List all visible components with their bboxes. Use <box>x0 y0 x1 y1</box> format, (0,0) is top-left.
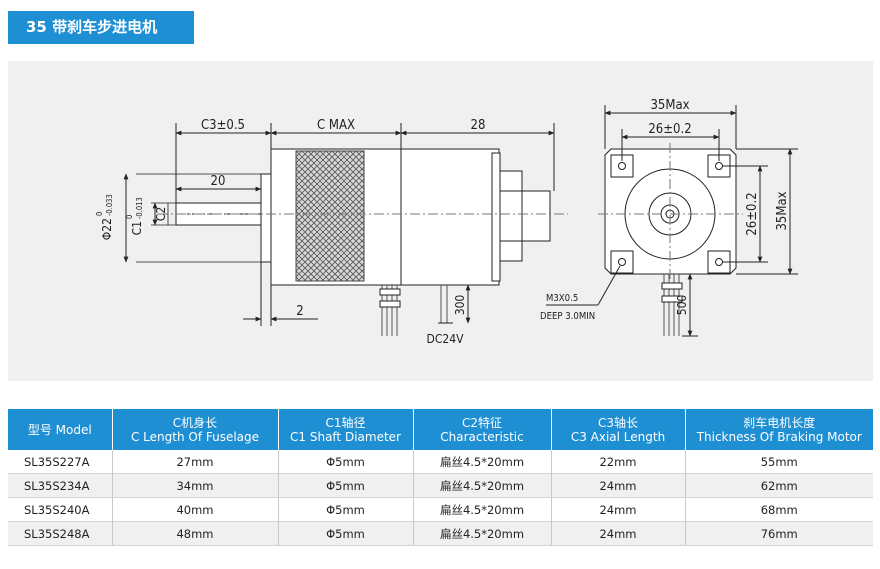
dim-35max-side: 35Max <box>775 191 790 230</box>
side-view <box>123 123 568 336</box>
cell-model: SL35S234A <box>8 473 113 498</box>
cell-characteristic: 扁丝4.5*20mm <box>413 497 552 522</box>
cell-characteristic: 扁丝4.5*20mm <box>413 450 552 474</box>
cell-length: 40mm <box>112 497 279 522</box>
cell-brake: 68mm <box>685 497 873 522</box>
cell-characteristic: 扁丝4.5*20mm <box>413 473 552 498</box>
dim-26-side: 26±0.2 <box>745 192 760 235</box>
cell-model: SL35S248A <box>8 521 113 546</box>
dim-28: 28 <box>471 118 486 133</box>
dim-m3: M3X0.5 <box>546 293 578 304</box>
dim-26-top: 26±0.2 <box>648 122 691 137</box>
dim-dc24v: DC24V <box>427 332 465 346</box>
cell-axial: 24mm <box>551 473 686 498</box>
cell-brake: 76mm <box>685 521 873 546</box>
cell-model: SL35S227A <box>8 450 113 474</box>
dim-deep: DEEP 3.0MIN <box>540 311 595 322</box>
dim-phi22: Φ22 0 -0.033 <box>95 194 114 240</box>
motor-drawing-svg: C3±0.5 C MAX 28 20 2 Φ22 0 -0.033 C1 0 -… <box>95 98 798 346</box>
dim-35max-top: 35Max <box>650 98 689 113</box>
dim-c1: C1 0 -0.013 <box>125 197 144 235</box>
svg-text:0: 0 <box>95 212 104 216</box>
svg-text:-0.033: -0.033 <box>105 194 114 216</box>
cell-length: 34mm <box>112 473 279 498</box>
dim-2: 2 <box>296 304 303 319</box>
cell-brake: 55mm <box>685 450 873 474</box>
cell-length: 48mm <box>112 521 279 546</box>
svg-text:-0.013: -0.013 <box>135 197 144 219</box>
cell-axial: 22mm <box>551 450 686 474</box>
cell-shaft: Φ5mm <box>278 450 414 474</box>
dim-300: 300 <box>453 295 467 316</box>
section-title: 35 带刹车步进电机 <box>8 11 194 44</box>
svg-text:C1: C1 <box>130 221 144 235</box>
cell-shaft: Φ5mm <box>278 473 414 498</box>
table-row: SL35S227A 27mm Φ5mm 扁丝4.5*20mm 22mm 55mm <box>8 450 873 474</box>
cell-shaft: Φ5mm <box>278 521 414 546</box>
cell-shaft: Φ5mm <box>278 497 414 522</box>
header-model: 型号 Model <box>8 409 113 450</box>
table-row: SL35S240A 40mm Φ5mm 扁丝4.5*20mm 24mm 68mm <box>8 497 873 522</box>
cell-axial: 24mm <box>551 497 686 522</box>
dim-500: 500 <box>675 295 689 316</box>
table-row: SL35S234A 34mm Φ5mm 扁丝4.5*20mm 24mm 62mm <box>8 473 873 498</box>
cell-axial: 24mm <box>551 521 686 546</box>
dim-20: 20 <box>211 174 226 189</box>
cell-brake: 62mm <box>685 473 873 498</box>
dim-c3: C3±0.5 <box>201 118 245 133</box>
cell-characteristic: 扁丝4.5*20mm <box>413 521 552 546</box>
svg-text:Φ22: Φ22 <box>100 218 114 240</box>
cell-length: 27mm <box>112 450 279 474</box>
end-view <box>546 105 798 337</box>
technical-drawing: C3±0.5 C MAX 28 20 2 Φ22 0 -0.033 C1 0 -… <box>8 61 873 381</box>
dim-c2: C2 <box>154 207 168 221</box>
dim-cmax: C MAX <box>317 118 355 133</box>
svg-text:0: 0 <box>125 215 134 219</box>
cell-model: SL35S240A <box>8 497 113 522</box>
table-row: SL35S248A 48mm Φ5mm 扁丝4.5*20mm 24mm 76mm <box>8 521 873 546</box>
